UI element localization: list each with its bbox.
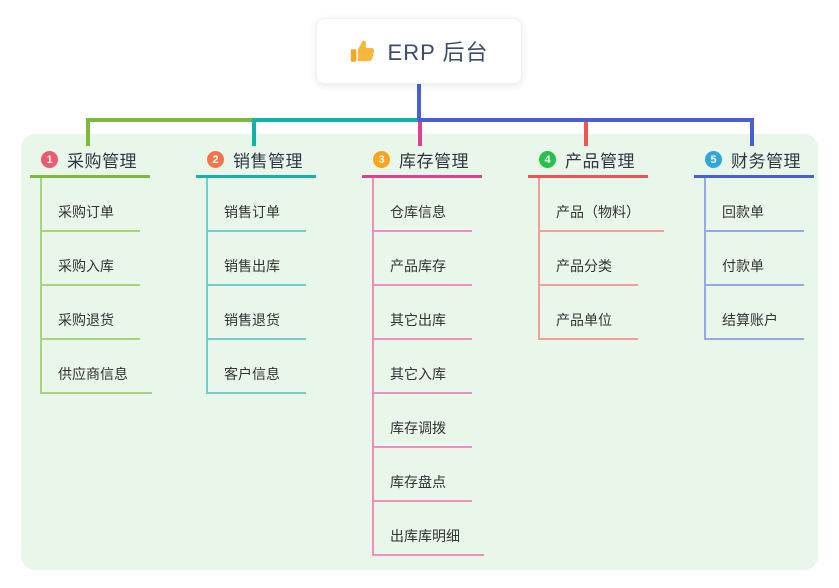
branch-number-badge: 5 [705, 151, 722, 168]
branch-children: 采购订单采购入库采购退货供应商信息 [40, 178, 152, 394]
root-label: ERP 后台 [387, 40, 489, 65]
branch: 2 销售管理 销售订单销售出库销售退货客户信息 [196, 148, 326, 394]
child-label: 结算账户 [722, 312, 778, 328]
branch-title-node[interactable]: 3 库存管理 [362, 148, 482, 178]
child-node[interactable]: 供应商信息 [40, 340, 152, 394]
child-label: 产品库存 [390, 258, 446, 274]
child-label: 销售退货 [224, 312, 280, 328]
child-node[interactable]: 其它出库 [372, 286, 472, 340]
child-node[interactable]: 出库库明细 [372, 502, 484, 556]
child-node[interactable]: 采购订单 [40, 178, 140, 232]
child-label: 仓库信息 [390, 204, 446, 220]
thumbs-up-icon [350, 40, 374, 62]
branch-children: 回款单付款单结算账户 [704, 178, 804, 340]
child-node[interactable]: 销售退货 [206, 286, 306, 340]
child-label: 产品单位 [556, 312, 612, 328]
child-node[interactable]: 结算账户 [704, 286, 804, 340]
branch-label: 产品管理 [565, 152, 635, 171]
child-node[interactable]: 库存调拨 [372, 394, 472, 448]
branch-number-badge: 2 [207, 151, 224, 168]
child-label: 回款单 [722, 204, 764, 220]
branch-connector-horizontal [418, 118, 754, 122]
branch-connector-drop [584, 120, 588, 146]
child-label: 客户信息 [224, 366, 280, 382]
branch-label: 财务管理 [731, 152, 801, 171]
branch-label: 采购管理 [67, 152, 137, 171]
child-node[interactable]: 产品单位 [538, 286, 638, 340]
branch: 5 财务管理 回款单付款单结算账户 [694, 148, 824, 340]
child-node[interactable]: 采购退货 [40, 286, 140, 340]
branches-panel [21, 134, 818, 570]
branch-connector-drop [418, 120, 422, 146]
branch-number-badge: 4 [539, 151, 556, 168]
child-node[interactable]: 销售订单 [206, 178, 306, 232]
child-label: 库存调拨 [390, 420, 446, 436]
child-node[interactable]: 其它入库 [372, 340, 472, 394]
branch-children: 销售订单销售出库销售退货客户信息 [206, 178, 306, 394]
root-node[interactable]: ERP 后台 [316, 18, 522, 84]
branch-connector-drop [750, 120, 754, 146]
branch-children: 仓库信息产品库存其它出库其它入库库存调拨库存盘点出库库明细 [372, 178, 484, 556]
branch: 1 采购管理 采购订单采购入库采购退货供应商信息 [30, 148, 160, 394]
child-node[interactable]: 产品库存 [372, 232, 472, 286]
child-label: 库存盘点 [390, 474, 446, 490]
branch-connector-horizontal [252, 118, 422, 122]
branch-label: 销售管理 [233, 152, 303, 171]
branch-title-node[interactable]: 1 采购管理 [30, 148, 150, 178]
child-label: 其它出库 [390, 312, 446, 328]
child-label: 采购退货 [58, 312, 114, 328]
root-connector-stem [417, 84, 421, 120]
child-label: 付款单 [722, 258, 764, 274]
child-node[interactable]: 客户信息 [206, 340, 306, 394]
child-label: 供应商信息 [58, 366, 128, 382]
child-label: 产品分类 [556, 258, 612, 274]
branch: 4 产品管理 产品（物料） 产品分类产品单位 [528, 148, 664, 340]
child-label: 采购订单 [58, 204, 114, 220]
child-node[interactable]: 销售出库 [206, 232, 306, 286]
branch-connector-drop [252, 120, 256, 146]
child-label: 产品（物料） [556, 204, 640, 220]
child-label: 销售出库 [224, 258, 280, 274]
child-node[interactable]: 采购入库 [40, 232, 140, 286]
branch-connector-drop [86, 120, 90, 146]
branch-title-node[interactable]: 4 产品管理 [528, 148, 648, 178]
branch-children: 产品（物料） 产品分类产品单位 [538, 178, 664, 340]
branch-label: 库存管理 [399, 152, 469, 171]
child-label: 出库库明细 [390, 528, 460, 544]
child-node[interactable]: 回款单 [704, 178, 804, 232]
branch-title-node[interactable]: 5 财务管理 [694, 148, 814, 178]
branch-number-badge: 1 [41, 151, 58, 168]
child-node[interactable]: 仓库信息 [372, 178, 472, 232]
child-node[interactable]: 产品（物料） [538, 178, 664, 232]
child-node[interactable]: 库存盘点 [372, 448, 472, 502]
branch: 3 库存管理 仓库信息产品库存其它出库其它入库库存调拨库存盘点出库库明细 [362, 148, 492, 556]
child-label: 采购入库 [58, 258, 114, 274]
child-node[interactable]: 付款单 [704, 232, 804, 286]
child-node[interactable]: 产品分类 [538, 232, 638, 286]
branch-title-node[interactable]: 2 销售管理 [196, 148, 316, 178]
branch-number-badge: 3 [373, 151, 390, 168]
child-label: 销售订单 [224, 204, 280, 220]
child-label: 其它入库 [390, 366, 446, 382]
